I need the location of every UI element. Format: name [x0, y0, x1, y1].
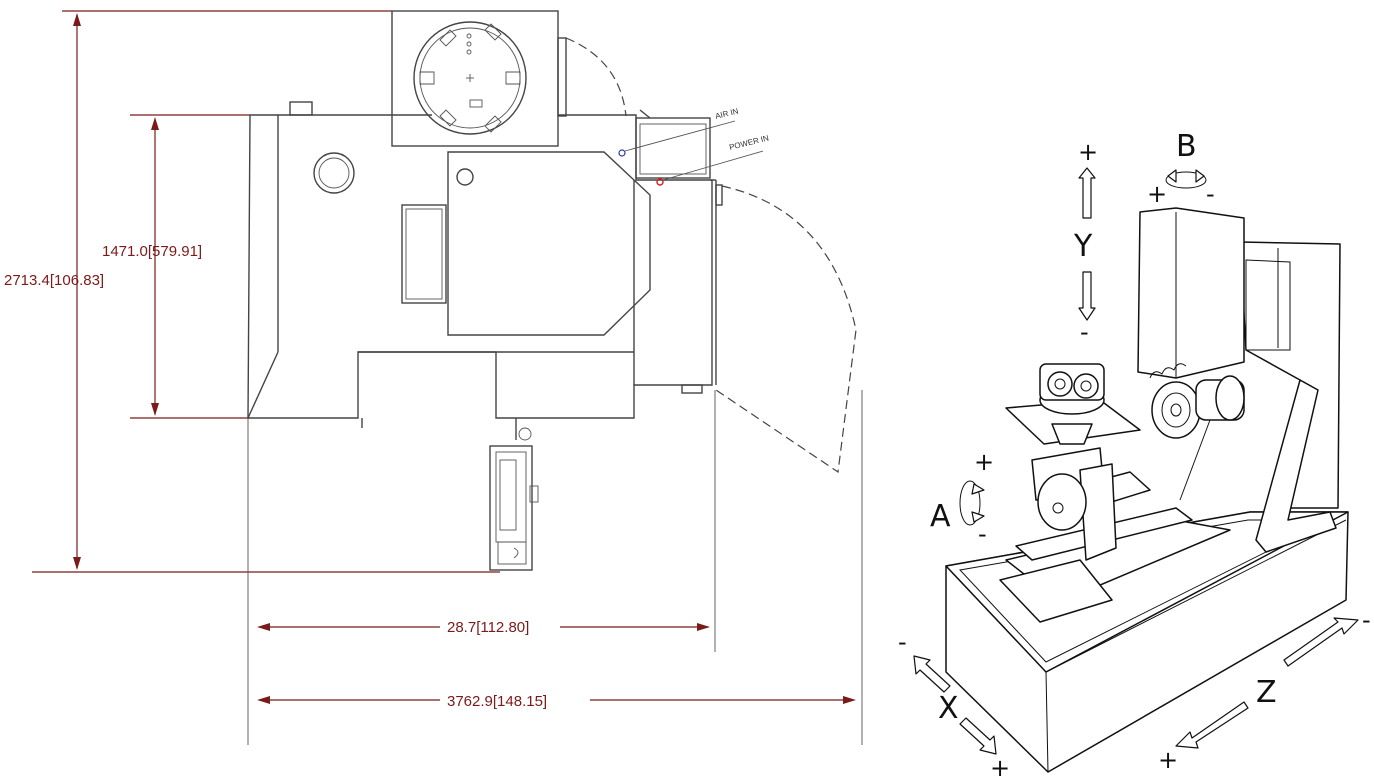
spindle-head: [1137, 207, 1245, 439]
machine-body: [247, 101, 857, 474]
x-axis-indicator: - X +: [898, 628, 1010, 777]
tool-changer: [391, 10, 627, 147]
b-axis-label: B: [1176, 129, 1197, 164]
z-axis-label: Z: [1256, 675, 1277, 710]
rotary-table: [999, 363, 1231, 623]
air-in-label: AIR IN: [714, 106, 739, 120]
z-minus-sign: -: [1362, 606, 1371, 634]
y-plus-sign: +: [1078, 138, 1098, 166]
dim-body-height: 1471.0[579.91]: [102, 243, 202, 260]
dim-width-to-door: 28.7[112.80]: [447, 619, 529, 636]
dim-overall-height: 2713.4[106.83]: [4, 272, 104, 289]
y-axis-label: Y: [1073, 229, 1093, 264]
a-minus-sign: -: [978, 520, 987, 548]
control-pendant: [489, 427, 539, 571]
power-in-label: POWER IN: [728, 133, 770, 152]
y-axis-indicator: + Y -: [1073, 138, 1098, 346]
a-axis-label: A: [930, 499, 951, 534]
a-axis-indicator: + A -: [930, 448, 994, 548]
plan-view: 2713.4[106.83] 1471.0[579.91] 28.7[112.8…: [4, 10, 863, 745]
x-minus-sign: -: [898, 628, 907, 656]
x-plus-sign: +: [990, 754, 1010, 777]
b-minus-sign: -: [1206, 180, 1215, 208]
dimension-lines: [32, 10, 856, 704]
z-plus-sign: +: [1158, 746, 1178, 774]
machine-column: [1179, 241, 1341, 553]
a-plus-sign: +: [974, 448, 994, 476]
y-minus-sign: -: [1080, 318, 1089, 346]
b-plus-sign: +: [1147, 180, 1167, 208]
z-axis-indicator: - Z +: [1158, 606, 1371, 774]
x-axis-label: X: [938, 691, 959, 726]
axes-view: + Y - B + - + A - - X: [898, 129, 1371, 777]
extension-lines: [247, 390, 863, 745]
b-axis-indicator: B + -: [1147, 129, 1215, 208]
dim-overall-width: 3762.9[148.15]: [447, 693, 547, 710]
